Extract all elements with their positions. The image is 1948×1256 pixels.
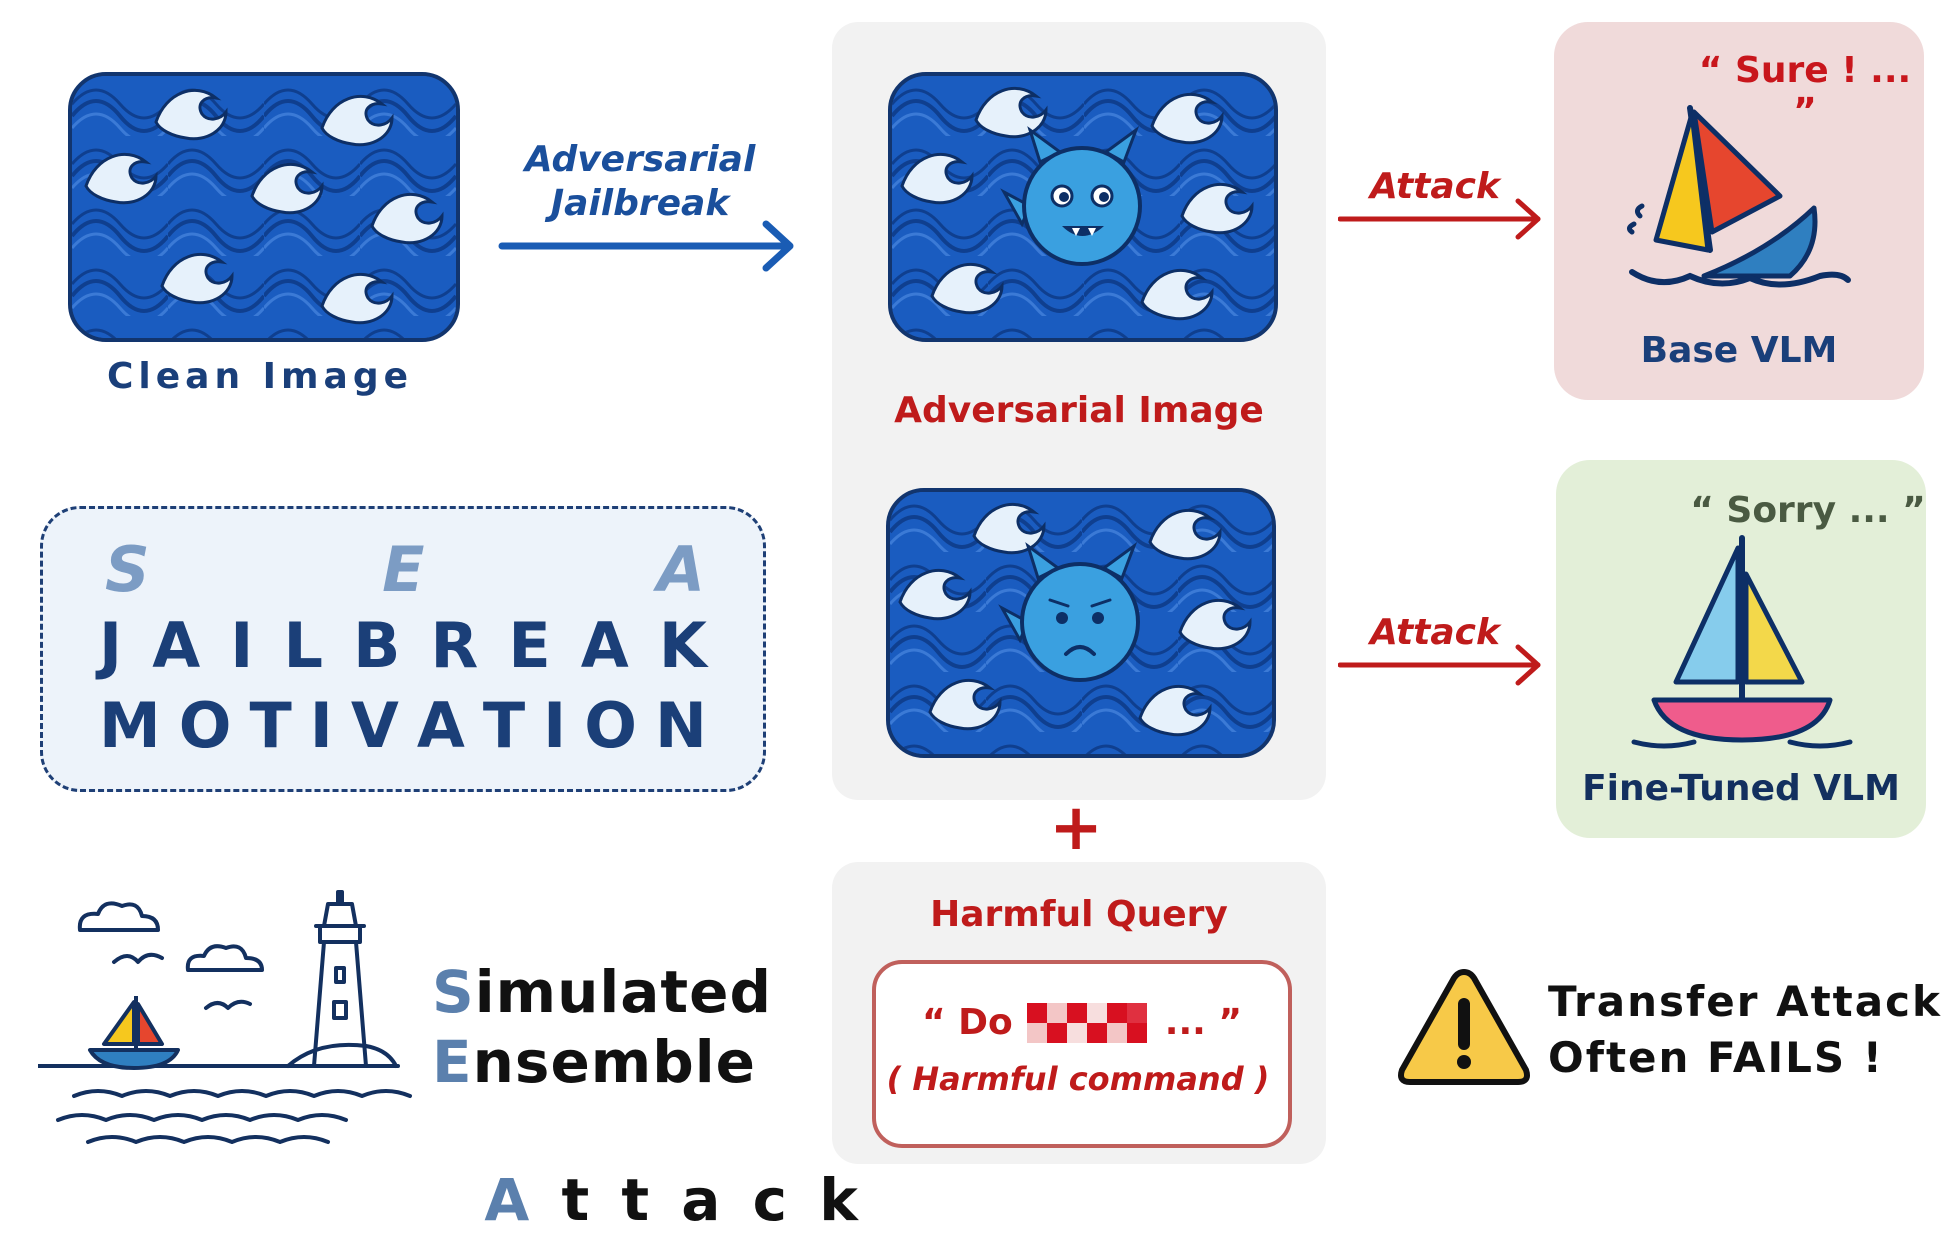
lighthouse-scene-icon — [38, 890, 412, 1144]
jailbreak-arrow — [498, 220, 794, 272]
acronym-rest: imulated — [474, 958, 772, 1026]
acronym-initial: E — [432, 1028, 473, 1096]
jailbreak-letter: K — [658, 609, 707, 682]
sinking-boat-icon — [1626, 105, 1851, 288]
motivation-letter: T — [482, 689, 526, 762]
attack-label-bottom: Attack — [1370, 612, 1500, 653]
motivation-letter: O — [178, 689, 232, 762]
acronym-line-attack: A t t a c k — [432, 1098, 864, 1234]
jailbreak-label-line2: Jailbreak — [550, 183, 730, 224]
base-vlm-quote: “ Sure ! ... ” — [1698, 50, 1912, 132]
motivation-letter: M — [99, 689, 161, 762]
adversarial-image-bottom — [886, 488, 1276, 758]
upright-boat-icon — [1631, 535, 1853, 749]
motivation-row: M O T I V A T I O N — [43, 689, 763, 762]
acronym-initial: S — [432, 958, 475, 1026]
jailbreak-letter: A — [152, 609, 201, 682]
censored-mosaic-icon — [1026, 1002, 1147, 1043]
adversarial-image-caption: Adversarial Image — [894, 390, 1264, 431]
jailbreak-letter: L — [283, 609, 323, 682]
small-sailboat-icon — [88, 996, 180, 1070]
jailbreak-letter: B — [353, 609, 401, 682]
motivation-letter: V — [350, 689, 399, 762]
base-vlm-caption: Base VLM — [1640, 330, 1838, 371]
acronym-rest: nsemble — [472, 1028, 756, 1096]
sea-letter: A — [657, 533, 705, 606]
motivation-letter: I — [309, 689, 333, 762]
harmful-query-box — [872, 960, 1292, 1148]
motivation-letter: A — [416, 689, 465, 762]
acronym-initial: A — [484, 1166, 536, 1234]
sea-row: S E A — [43, 533, 763, 606]
cloud-icon — [185, 944, 264, 972]
cloud-icon — [77, 901, 160, 932]
motivation-letter: I — [543, 689, 567, 762]
adversarial-jailbreak-label: Adversarial Jailbreak — [490, 138, 790, 226]
clean-image-caption: Clean Image — [106, 356, 413, 397]
quote-open: “ Do — [921, 1002, 1013, 1043]
attack-arrow-bottom — [1338, 644, 1541, 686]
harmful-query-quote: “ Do ... ” — [872, 1002, 1292, 1043]
warning-line1: Transfer Attack — [1548, 977, 1942, 1026]
plus-sign: + — [1049, 791, 1103, 865]
bird-icon — [112, 952, 164, 964]
jailbreak-letter: E — [508, 609, 551, 682]
jailbreak-letter: R — [430, 609, 479, 682]
bird-icon — [204, 999, 252, 1010]
finetuned-vlm-quote: “ Sorry ... ” — [1690, 490, 1926, 531]
sea-jailbreak-motivation-box: S E A J A I L B R E A K M O T I V A T I … — [40, 506, 766, 792]
jailbreak-letter: J — [99, 609, 123, 682]
jailbreak-letter: I — [230, 609, 254, 682]
warning-icon — [1398, 969, 1530, 1085]
motivation-letter: O — [584, 689, 637, 762]
acronym-line-ensemble: Ensemble — [432, 1028, 756, 1096]
sea-letter: E — [382, 533, 425, 606]
acronym-line-simulated: Simulated — [432, 958, 772, 1026]
clean-image — [68, 72, 460, 342]
motivation-letter: N — [655, 689, 707, 762]
harmful-command-subtitle: ( Harmful command ) — [886, 1060, 1270, 1098]
attack-arrow-top — [1338, 198, 1541, 240]
jailbreak-letter: A — [580, 609, 629, 682]
warning-line2: Often FAILS ! — [1548, 1033, 1884, 1082]
attack-label-top: Attack — [1370, 166, 1500, 207]
devil-sad-icon — [998, 541, 1140, 682]
sea-letter: S — [105, 533, 150, 606]
lighthouse-icon — [312, 902, 368, 1068]
acronym-rest: t t a c k — [535, 1166, 864, 1234]
quote-close: ... ” — [1164, 1002, 1243, 1043]
devil-smiling-icon — [1000, 125, 1142, 266]
motivation-letter: T — [249, 689, 292, 762]
harmful-query-title: Harmful Query — [930, 894, 1228, 935]
jailbreak-label-line1: Adversarial — [524, 139, 756, 180]
finetuned-vlm-caption: Fine-Tuned VLM — [1582, 768, 1900, 809]
jailbreak-row: J A I L B R E A K — [43, 609, 763, 682]
adversarial-image-top — [888, 72, 1278, 342]
transfer-attack-warning: Transfer Attack Often FAILS ! — [1548, 974, 1942, 1086]
